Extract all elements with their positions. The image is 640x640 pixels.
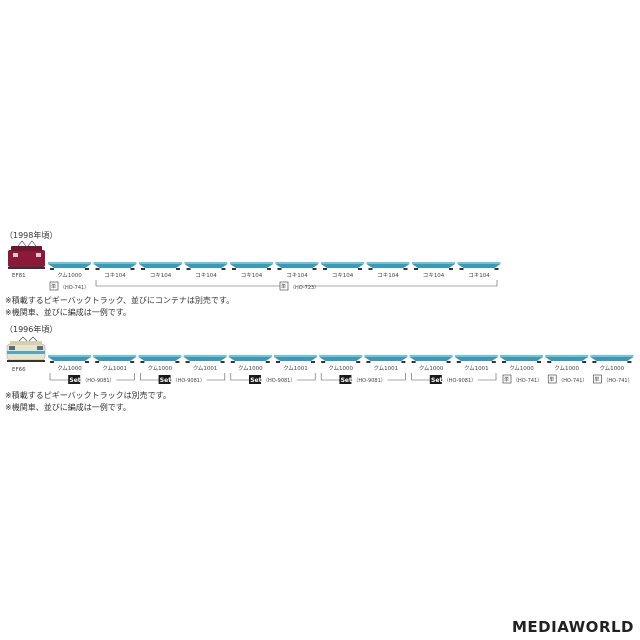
section2-car-label-6: クム1000 xyxy=(328,365,353,372)
section2-car-11: クム1000 xyxy=(545,355,589,372)
set-badge-text-4: Set xyxy=(431,377,442,384)
set-badge-text-1: Set xyxy=(160,377,171,384)
section2-car-12: クム1000 xyxy=(590,355,634,372)
set-group-0: Set（HO-9081） xyxy=(49,373,135,384)
set-code-1: （HO-9081） xyxy=(173,378,205,384)
section1-bracket xyxy=(95,280,498,287)
set-code-4: （HO-9081） xyxy=(444,378,476,384)
section1-car-5: コキ104 xyxy=(275,262,319,279)
section1-note-2: ※機関車、並びに編成は一例です。 xyxy=(5,307,131,317)
section2-car-label-7: クム1001 xyxy=(374,365,399,372)
section1-car-6: コキ104 xyxy=(321,262,364,279)
single-group-0: 単 （HO-741） xyxy=(502,374,542,384)
section1-car-9: コキ104 xyxy=(457,262,501,279)
svg-text:単: 単 xyxy=(281,283,286,290)
watermark-logo: MEDIAWORLD xyxy=(512,618,634,636)
set-badge-text-3: Set xyxy=(341,377,352,384)
section1-car-1: コキ104 xyxy=(93,262,137,279)
single-badge-text-2: 単 xyxy=(594,376,599,383)
section1-car-4: コキ104 xyxy=(230,262,273,279)
section2-car-label-10: クム1000 xyxy=(509,365,534,372)
single-group-1: 単 （HO-741） xyxy=(547,374,587,384)
section2-car-3: クム1001 xyxy=(183,355,227,372)
section1-code-1: （HO-741） xyxy=(60,285,89,291)
section1-heading: （1998年頃） xyxy=(5,230,57,240)
set-badge-2 xyxy=(249,375,261,384)
ef81-locomotive xyxy=(8,240,45,269)
section2-car-7: クム1001 xyxy=(364,355,408,372)
section2-car-6: クム1000 xyxy=(319,355,363,372)
section2-car-8: クム1000 xyxy=(409,355,453,372)
section1-car-label-9: コキ104 xyxy=(468,272,490,279)
section1-car-label-0: クム1000 xyxy=(57,272,82,279)
section2-car-9: クム1001 xyxy=(454,355,498,372)
section2-car-2: クム1000 xyxy=(138,355,182,372)
section2-heading: （1996年頃） xyxy=(5,324,57,334)
section2-car-label-11: クム1000 xyxy=(554,365,579,372)
section1-car-0: クム1000 xyxy=(48,262,91,279)
watermark-text: MEDIAWORLD xyxy=(512,618,634,636)
section2-car-label-9: クム1001 xyxy=(464,365,489,372)
section1-car-label-1: コキ104 xyxy=(104,272,126,279)
section2-car-label-12: クム1000 xyxy=(600,365,625,372)
section1-car-label-5: コキ104 xyxy=(286,272,308,279)
section1-car-8: コキ104 xyxy=(412,262,455,279)
set-group-3: Set（HO-9081） xyxy=(320,373,406,384)
section2-note-2: ※機関車、並びに編成は一例です。 xyxy=(5,402,131,412)
section1-car-3: コキ104 xyxy=(184,262,228,279)
set-group-4: Set（HO-9081） xyxy=(411,373,497,384)
section2-cars: クム1000 クム1001 クム1000 クム1001 クム1000 クム1001 クム10… xyxy=(48,355,634,372)
section1-note-1: ※積載するピギーバックトラック、並びにコンテナは別売です。 xyxy=(5,295,234,305)
set-badge-4 xyxy=(429,375,442,384)
set-badge-text-2: Set xyxy=(250,377,261,384)
section1-single-badge-2: 単 xyxy=(279,281,289,291)
section2-car-1: クム1001 xyxy=(93,355,137,372)
ef81-label: EF81 xyxy=(12,273,26,279)
section1-car-label-3: コキ104 xyxy=(195,272,217,279)
set-code-3: （HO-9081） xyxy=(353,378,385,384)
single-code-1: （HO-741） xyxy=(558,378,587,384)
section2-car-10: クム1000 xyxy=(500,355,543,372)
set-code-2: （HO-9081） xyxy=(263,378,295,384)
section1-cars: クム1000 コキ104 コキ104 コキ104 コキ104 コキ104 コキ104 コキ10… xyxy=(48,262,501,279)
section1-car-label-4: コキ104 xyxy=(241,272,263,279)
section2-car-label-5: クム1001 xyxy=(283,365,308,372)
set-badge-0 xyxy=(68,375,81,384)
section1-car-label-6: コキ104 xyxy=(332,272,354,279)
single-code-0: （HO-741） xyxy=(513,378,542,384)
section2-car-5: クム1001 xyxy=(274,355,317,372)
section1-car-7: コキ104 xyxy=(366,262,410,279)
section2-car-label-4: クム1000 xyxy=(238,365,263,372)
ef66-label: EF66 xyxy=(12,367,26,373)
single-code-2: （HO-741） xyxy=(603,378,632,384)
set-badge-1 xyxy=(158,375,171,384)
section2-car-label-0: クム1000 xyxy=(57,365,82,372)
section2-note-1: ※積載するピギーバックトラックは別売です。 xyxy=(5,390,171,400)
section1-car-label-7: コキ104 xyxy=(377,272,399,279)
section1-single-badge: 単 xyxy=(49,281,59,291)
section2-car-0: クム1000 xyxy=(48,355,91,372)
section2-car-label-8: クム1000 xyxy=(419,365,444,372)
single-badge-text-0: 単 xyxy=(504,376,509,383)
section1-car-2: コキ104 xyxy=(139,262,182,279)
ef66-locomotive xyxy=(6,336,46,362)
section2-car-label-2: クム1000 xyxy=(148,365,173,372)
single-group-2: 単 （HO-741） xyxy=(593,374,633,384)
section2-car-4: クム1000 xyxy=(228,355,272,372)
section1-code-2: （HO-723） xyxy=(290,285,319,291)
set-badge-text-0: Set xyxy=(69,377,80,384)
section2-single-groups: 単 （HO-741） 単 （HO-741） 単 （HO-741） xyxy=(502,374,633,384)
single-badge-text: 単 xyxy=(51,283,56,290)
section2-car-label-1: クム1001 xyxy=(102,365,127,372)
set-group-2: Set（HO-9081） xyxy=(230,373,316,384)
section2-car-label-3: クム1001 xyxy=(193,365,218,372)
set-code-0: （HO-9081） xyxy=(82,378,114,384)
section1-car-label-8: コキ104 xyxy=(423,272,445,279)
set-badge-3 xyxy=(339,375,352,384)
single-badge-text-1: 単 xyxy=(549,376,554,383)
section2-set-groups: Set（HO-9081）Set（HO-9081）Set（HO-9081）Set（… xyxy=(49,373,497,384)
set-group-1: Set（HO-9081） xyxy=(140,373,226,384)
section1-car-label-2: コキ104 xyxy=(150,272,172,279)
